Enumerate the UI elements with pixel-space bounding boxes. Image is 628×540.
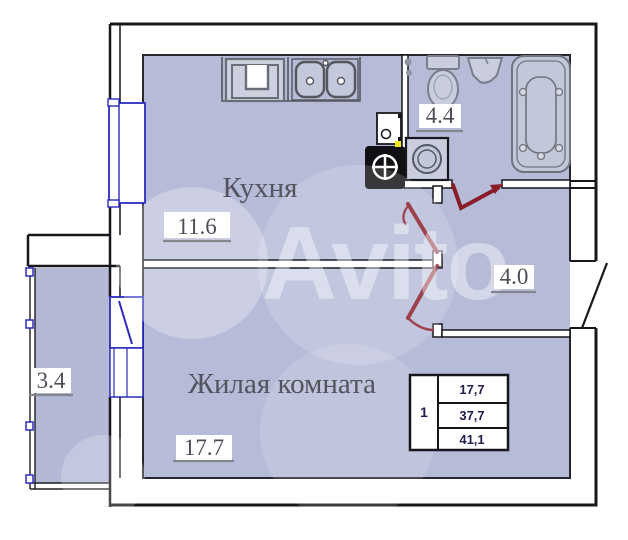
kitchen-area-bg (164, 212, 230, 238)
gas-marker (395, 141, 401, 147)
wall-bathroom-bottom-left (403, 179, 453, 189)
outer-wall-left (26, 24, 120, 507)
kitchen-door-leaf (406, 202, 439, 254)
living-area-bg (176, 435, 232, 460)
kitchen-door-arc (402, 205, 409, 226)
table-rooms-count: 1 (420, 404, 428, 420)
living-area-value: 17.7 (184, 435, 224, 460)
bathroom-area-value: 4.4 (426, 103, 455, 128)
bathroom-fixtures (404, 55, 571, 182)
doors (402, 183, 609, 332)
balcony-window-glass (113, 348, 128, 397)
bathroom-door-arrow (490, 184, 503, 194)
bathtub-icon (511, 55, 571, 173)
stove-icon (224, 57, 286, 103)
internal-walls (142, 54, 571, 338)
table-border (408, 373, 510, 452)
living-room-name-label: Жилая комната (188, 368, 376, 400)
entrance-door-leaf (580, 262, 609, 329)
balcony-area-value: 3.4 (37, 368, 66, 393)
toilet-icon (404, 55, 460, 109)
kitchen-window-frame (108, 102, 146, 204)
balcony-door-block (109, 296, 144, 398)
wall-hall-top-chunk (432, 185, 443, 204)
wall-hall-bottom-chunk (432, 323, 443, 338)
living-room-door (406, 264, 439, 332)
balcony-glass-markers (25, 267, 34, 484)
balcony-area-label: 3.4 (29, 368, 73, 397)
water-heater-icon (376, 112, 402, 145)
kitchen-counter (221, 57, 361, 102)
wall-hallway-living (441, 329, 571, 338)
kitchen-area-value: 11.6 (177, 214, 216, 239)
kitchen-window-sill-top (107, 98, 120, 107)
wall-kitchen-living (142, 259, 443, 269)
kitchen-area-label: 11.6 (163, 212, 231, 243)
kitchen-name-label: Кухня (222, 172, 297, 204)
kitchen-door (402, 202, 439, 254)
area-summary-table: 1 17,7 37,7 41,1 (408, 373, 510, 452)
wall-bathroom-left (401, 54, 409, 149)
kitchen-fixtures (221, 57, 405, 189)
bathroom-door (451, 183, 503, 211)
table-total-area: 41,1 (459, 432, 484, 447)
table-grid (437, 375, 508, 450)
bathroom-door-leaf (451, 183, 500, 211)
hallway-area-label: 4.0 (491, 264, 536, 294)
living-door-leaf (406, 264, 439, 320)
hallway-area-bg (494, 265, 534, 289)
balcony-area-bg (32, 368, 71, 393)
bathroom-area-bg (419, 104, 461, 128)
kitchen-sink-icon (291, 58, 359, 101)
hallway-area-value: 4.0 (500, 264, 529, 289)
vent-shaft-icon (365, 141, 405, 189)
wall-bathroom-bottom-right (501, 179, 571, 189)
kitchen-window (107, 98, 146, 208)
living-room-area-label: 17.7 (173, 435, 234, 463)
living-door-arc (407, 317, 435, 332)
wash-basin-icon (466, 57, 504, 84)
balcony-door-leaf (118, 300, 133, 345)
table-living-area: 17,7 (459, 382, 484, 397)
washing-machine-icon (404, 136, 450, 182)
room-labels: Кухня 11.6 4.4 4.0 3.4 Жилая комната 17.… (29, 103, 536, 463)
kitchen-window-sill-bottom (107, 199, 120, 208)
table-apartment-area: 37,7 (459, 408, 484, 423)
bathroom-area-label: 4.4 (416, 103, 463, 133)
